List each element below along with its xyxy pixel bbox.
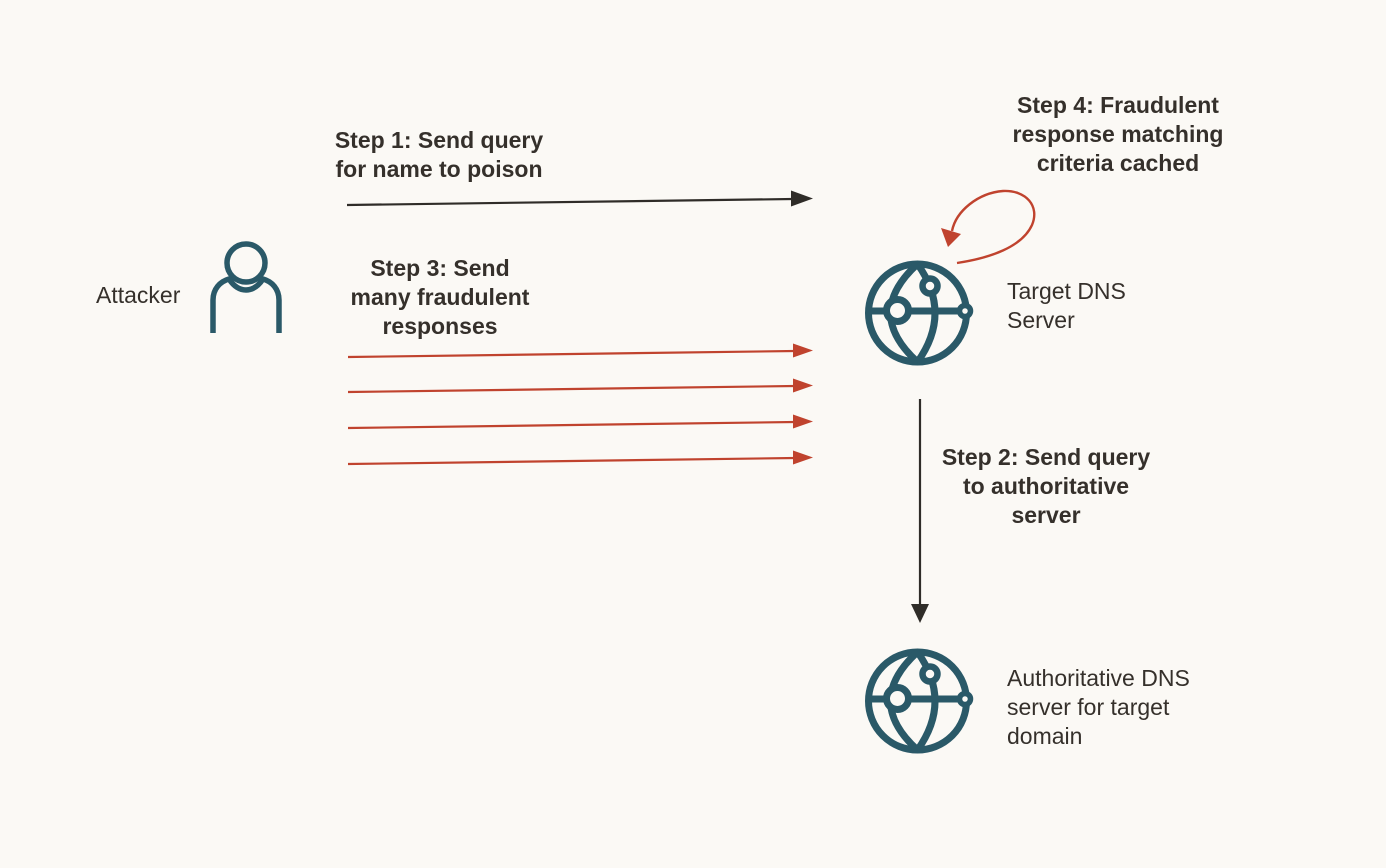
step2-arrow bbox=[911, 399, 929, 623]
step3-label: Step 3: Send many fraudulent responses bbox=[350, 255, 530, 339]
red-arrow-2 bbox=[347, 378, 813, 394]
red-arrow-3 bbox=[347, 414, 813, 430]
red-arrow-1 bbox=[347, 343, 813, 359]
step1-label: Step 1: Send query for name to poison bbox=[334, 127, 544, 182]
target-dns-globe-icon bbox=[865, 260, 974, 366]
target-dns-label: Target DNS Server bbox=[1007, 278, 1126, 333]
step1-arrow bbox=[346, 190, 813, 207]
step2-label: Step 2: Send query to authoritative serv… bbox=[941, 444, 1151, 528]
step3-arrows bbox=[347, 343, 813, 466]
person-icon bbox=[210, 241, 282, 333]
red-arrow-4 bbox=[347, 450, 813, 466]
attacker-label: Attacker bbox=[96, 282, 181, 308]
step4-loop-arrow bbox=[941, 189, 1036, 265]
step4-label: Step 4: Fraudulent response matching cri… bbox=[1012, 92, 1224, 176]
authoritative-dns-label: Authoritative DNS server for target doma… bbox=[1007, 665, 1190, 749]
authoritative-dns-globe-icon bbox=[865, 648, 974, 754]
